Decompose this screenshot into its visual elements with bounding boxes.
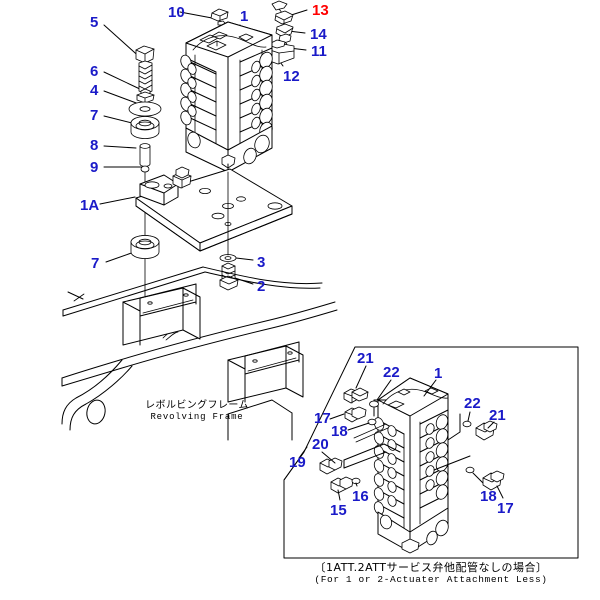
part-3-washer xyxy=(219,171,237,262)
inset-callout-20: 20 xyxy=(312,436,329,453)
inset-valve-assembly xyxy=(343,377,471,554)
frame-bracket-lower xyxy=(227,341,304,403)
inset-part-17-right xyxy=(482,470,505,491)
inset-callout-1: 1 xyxy=(434,365,443,382)
inset-caption-jp: 〔1ATT.2ATTサービス弁他配管なしの場合〕 xyxy=(314,561,548,574)
callout-9: 9 xyxy=(90,159,99,176)
callout-2: 2 xyxy=(257,278,266,295)
part-7-cushion-upper xyxy=(130,116,160,139)
inset-left-spools xyxy=(373,417,405,541)
callout-10: 10 xyxy=(168,4,185,21)
valve-left-spools xyxy=(180,54,197,126)
part-5-bolt xyxy=(135,45,155,98)
inset-callout-21-left: 21 xyxy=(357,350,374,367)
callout-12: 12 xyxy=(283,68,300,85)
callout-13: 13 xyxy=(312,2,329,19)
callout-1A: 1A xyxy=(80,197,100,214)
inset-callout-18-right: 18 xyxy=(480,488,497,505)
revolving-frame-label: レボルビングフレーム Revolving Frame xyxy=(132,400,262,423)
inset-part-18-left xyxy=(367,418,377,426)
callout-1-top: 1 xyxy=(240,8,249,25)
inset-caption-en: (For 1 or 2-Actuater Attachment Less) xyxy=(314,574,548,585)
inset-right-ports xyxy=(419,409,449,525)
inset-part-20 xyxy=(319,457,343,475)
callout-5: 5 xyxy=(90,14,99,31)
inset-part-17-left xyxy=(344,406,367,423)
inset-callout-19: 19 xyxy=(289,454,306,471)
callout-6: 6 xyxy=(90,63,99,80)
inset-callout-21-right: 21 xyxy=(489,407,506,424)
callout-3: 3 xyxy=(257,254,266,271)
callout-4: 4 xyxy=(90,82,99,99)
plate-left-boss xyxy=(139,174,179,206)
part-8-collar xyxy=(139,143,151,167)
part-7-cushion-lower xyxy=(130,235,160,259)
inset-fittings xyxy=(298,365,505,501)
inset-part-21-right xyxy=(475,420,498,441)
part-9-plug xyxy=(140,165,150,173)
part-1A-mounting-plate xyxy=(135,166,293,252)
inset-part-22-left xyxy=(369,400,379,408)
callout-11: 11 xyxy=(311,43,327,60)
inset-callout-15: 15 xyxy=(330,502,347,519)
revolving-frame-label-en: Revolving Frame xyxy=(150,412,244,422)
revolving-frame xyxy=(61,266,338,441)
frame-bracket-upper xyxy=(122,283,201,346)
inset-caption: 〔1ATT.2ATTサービス弁他配管なしの場合〕 (For 1 or 2-Act… xyxy=(284,561,578,586)
inset-part-22-right xyxy=(462,420,472,428)
plate-upper-bracket xyxy=(172,166,192,189)
revolving-frame-label-jp: レボルビングフレーム xyxy=(145,400,249,411)
callout-7-lower: 7 xyxy=(91,255,100,272)
inset-part-15 xyxy=(330,476,354,494)
part-4-washer xyxy=(128,101,162,117)
inset-callout-22-right: 22 xyxy=(464,395,481,412)
part-13-fitting xyxy=(271,0,294,44)
inset-callout-18-left: 18 xyxy=(331,423,348,440)
inset-callout-17-right: 17 xyxy=(497,500,514,517)
inset-box xyxy=(283,346,579,559)
part-1-main-control-valve xyxy=(180,21,273,173)
inset-callout-16: 16 xyxy=(352,488,369,505)
inset-callout-22-left: 22 xyxy=(383,364,400,381)
inset-part-21-left xyxy=(343,387,369,404)
callout-14: 14 xyxy=(310,26,327,43)
inset-part-18-right xyxy=(465,466,475,474)
callout-8: 8 xyxy=(90,137,99,154)
callout-7-upper: 7 xyxy=(90,107,99,124)
part-6-nut xyxy=(136,91,155,104)
inset-callout-17-left: 17 xyxy=(314,410,331,427)
